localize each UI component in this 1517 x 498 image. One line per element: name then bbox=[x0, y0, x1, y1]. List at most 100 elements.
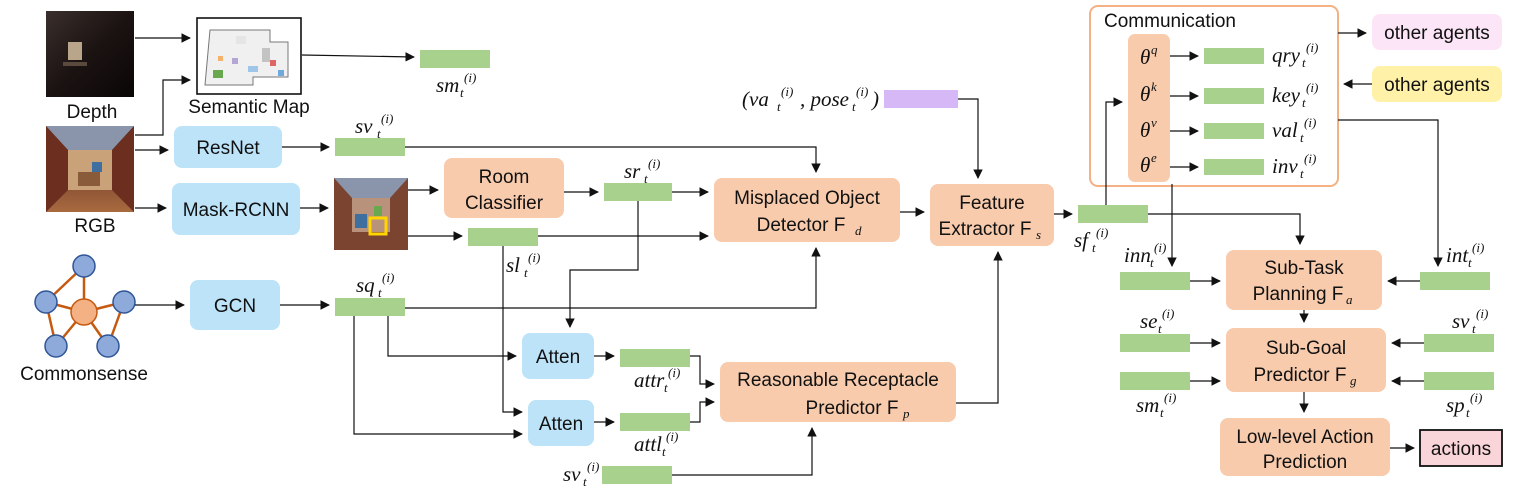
graph-center-node bbox=[70, 298, 98, 326]
svg-text:attl: attl bbox=[634, 432, 662, 456]
svg-text:(i): (i) bbox=[666, 429, 678, 444]
receptacle-line2: Predictor F bbox=[806, 398, 899, 419]
resnet-label: ResNet bbox=[196, 138, 260, 159]
feature-sq bbox=[335, 298, 405, 316]
graph-node bbox=[44, 334, 68, 358]
rgb-label: RGB bbox=[74, 216, 115, 237]
atten-box-1 bbox=[522, 333, 594, 379]
feature-key bbox=[1204, 88, 1264, 104]
svg-text:): ) bbox=[871, 87, 879, 111]
lowlevel-action-box bbox=[1220, 418, 1390, 476]
connectors bbox=[135, 28, 1443, 476]
svg-text:θ: θ bbox=[1140, 45, 1150, 69]
svg-text:(i): (i) bbox=[781, 84, 793, 99]
receptacle-predictor-box bbox=[720, 362, 956, 422]
svg-text:e: e bbox=[1151, 150, 1157, 165]
feature-se bbox=[1120, 334, 1190, 352]
svg-text:int: int bbox=[1446, 243, 1469, 267]
label-sm-top: sm t (i) bbox=[436, 70, 476, 100]
svg-text:sm: sm bbox=[1136, 393, 1159, 417]
svg-text:sf: sf bbox=[1074, 228, 1091, 252]
subtask-line2: Planning F bbox=[1253, 284, 1344, 305]
svg-text:sv: sv bbox=[355, 114, 373, 138]
atten-box-2 bbox=[528, 400, 594, 446]
subgoal-line2: Predictor F bbox=[1254, 365, 1347, 386]
svg-text:inn: inn bbox=[1124, 243, 1151, 267]
feature-sp bbox=[1424, 372, 1494, 390]
svg-text:t: t bbox=[1300, 130, 1304, 145]
feature-sf bbox=[1078, 205, 1148, 223]
svg-text:k: k bbox=[1151, 79, 1157, 94]
mask-rcnn-box bbox=[172, 183, 300, 235]
theta-e: θ e bbox=[1140, 150, 1157, 177]
lowlevel-line1: Low-level Action bbox=[1236, 427, 1373, 448]
svg-text:sv: sv bbox=[563, 462, 581, 486]
rgb-image bbox=[46, 126, 134, 212]
gcn-box bbox=[190, 280, 280, 330]
subtask-sub: a bbox=[1346, 292, 1353, 307]
svg-text:se: se bbox=[1140, 309, 1158, 333]
feature-extractor-box bbox=[930, 184, 1054, 246]
feature-line2: Extractor F bbox=[939, 219, 1032, 240]
svg-text:t: t bbox=[777, 99, 781, 114]
label-inn: inn t (i) bbox=[1124, 240, 1166, 270]
feature-sub: s bbox=[1036, 227, 1041, 242]
label-sv: sv t (i) bbox=[355, 111, 393, 141]
communication-title: Communication bbox=[1104, 11, 1236, 32]
svg-text:(i): (i) bbox=[1472, 240, 1484, 255]
label-sf: sf t (i) bbox=[1074, 225, 1108, 255]
svg-text:t: t bbox=[524, 265, 528, 280]
label-sm-bottom: sm t (i) bbox=[1136, 390, 1176, 420]
label-sl: sl t (i) bbox=[506, 250, 540, 280]
label-key: key t (i) bbox=[1272, 80, 1318, 110]
svg-text:t: t bbox=[1158, 321, 1162, 336]
commonsense-label: Commonsense bbox=[20, 364, 148, 385]
feature-attr bbox=[620, 349, 690, 367]
svg-text:(i): (i) bbox=[1306, 40, 1318, 55]
commonsense-graph bbox=[34, 254, 136, 358]
subgoal-sub: g bbox=[1350, 373, 1357, 388]
feature-inv bbox=[1204, 159, 1264, 175]
svg-text:(i): (i) bbox=[1164, 390, 1176, 405]
svg-text:t: t bbox=[1302, 55, 1306, 70]
svg-text:t: t bbox=[1160, 405, 1164, 420]
svg-text:t: t bbox=[852, 99, 856, 114]
svg-text:sl: sl bbox=[506, 253, 520, 277]
svg-text:v: v bbox=[1151, 115, 1157, 130]
resnet-box bbox=[174, 126, 282, 168]
svg-text:t: t bbox=[1466, 405, 1470, 420]
label-sv-bottom: sv t (i) bbox=[563, 459, 599, 489]
actions-box bbox=[1419, 429, 1503, 467]
room-classifier-line2: Classifier bbox=[465, 193, 544, 214]
svg-text:t: t bbox=[377, 126, 381, 141]
svg-text:(i): (i) bbox=[856, 84, 868, 99]
svg-text:(i): (i) bbox=[464, 70, 476, 85]
feature-inn bbox=[1120, 272, 1190, 290]
room-classifier-line1: Room bbox=[479, 167, 530, 188]
subgoal-line1: Sub-Goal bbox=[1266, 338, 1346, 359]
svg-text:(i): (i) bbox=[1304, 115, 1316, 130]
feature-line1: Feature bbox=[959, 193, 1024, 214]
label-val: val t (i) bbox=[1272, 115, 1316, 145]
svg-text:(i): (i) bbox=[382, 270, 394, 285]
label-sv-right: sv t (i) bbox=[1452, 306, 1488, 336]
svg-text:(i): (i) bbox=[1096, 225, 1108, 240]
actions-label: actions bbox=[1431, 439, 1491, 460]
svg-text:t: t bbox=[1092, 240, 1096, 255]
svg-text:(i): (i) bbox=[1306, 80, 1318, 95]
svg-text:t: t bbox=[644, 171, 648, 186]
svg-text:key: key bbox=[1272, 83, 1301, 107]
receptacle-sub: p bbox=[902, 406, 910, 421]
svg-text:(va: (va bbox=[742, 87, 769, 111]
svg-text:(i): (i) bbox=[528, 250, 540, 265]
svg-text:(i): (i) bbox=[1162, 306, 1174, 321]
svg-text:(i): (i) bbox=[1476, 306, 1488, 321]
svg-text:t: t bbox=[664, 380, 668, 395]
other-agents-in bbox=[1372, 66, 1502, 102]
graph-node bbox=[112, 290, 136, 314]
other-agents-out bbox=[1372, 14, 1502, 50]
misplaced-line2: Detector F bbox=[757, 215, 846, 236]
feature-val bbox=[1204, 123, 1264, 139]
feature-sl bbox=[468, 228, 538, 246]
feature-qry bbox=[1204, 48, 1264, 64]
